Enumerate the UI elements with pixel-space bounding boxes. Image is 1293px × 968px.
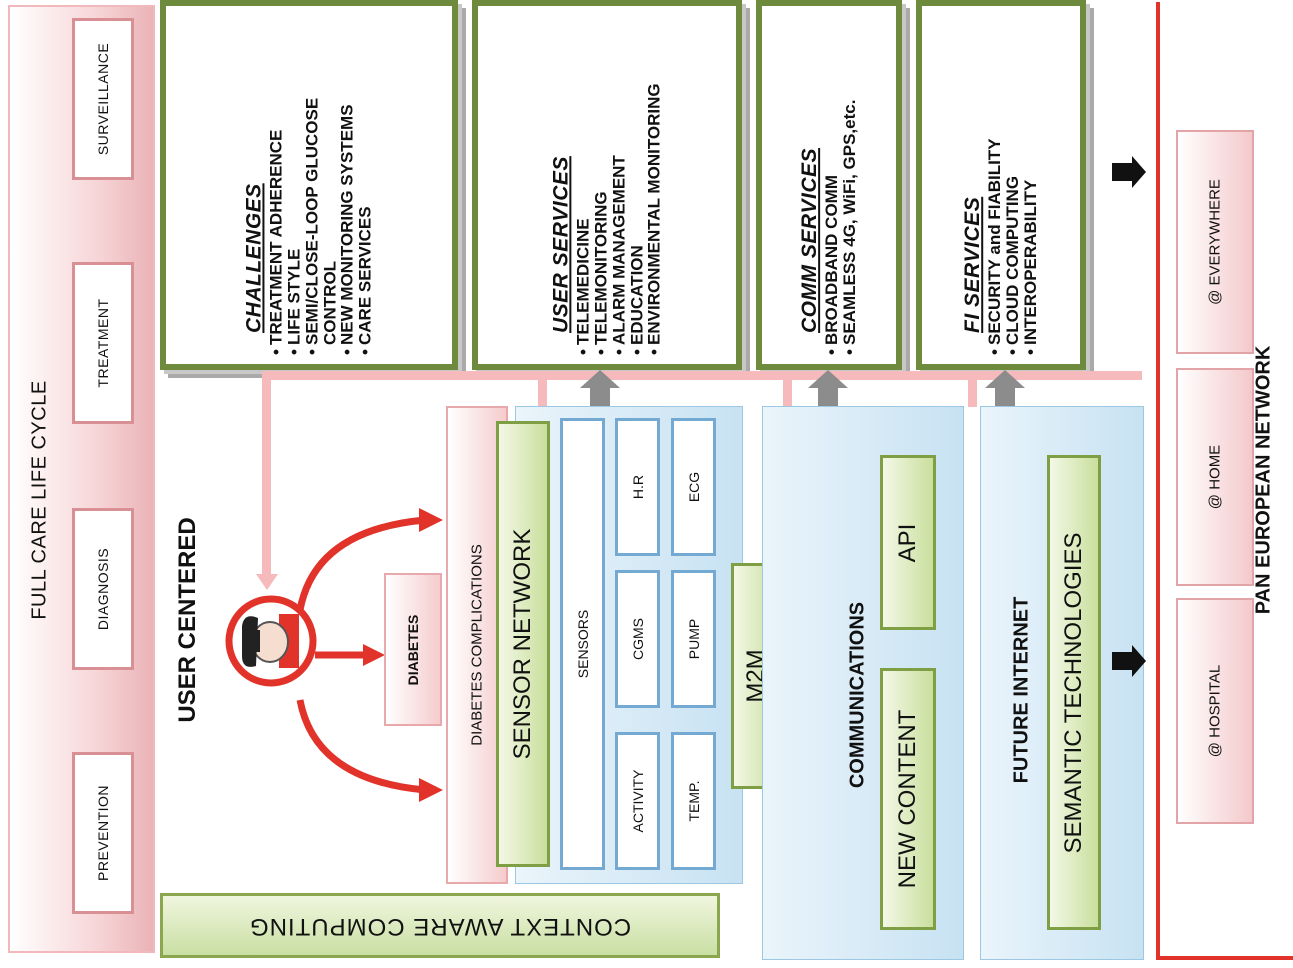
phase-surveillance: SURVEILLANCE xyxy=(72,18,134,180)
fi-services-title: FI SERVICES xyxy=(961,196,985,333)
list-item: TELEMEDICINE xyxy=(573,15,592,355)
list-item: EDUCATION xyxy=(627,15,646,355)
list-item: LIFE STYLE xyxy=(284,15,303,355)
api-box: API xyxy=(880,455,936,630)
up-arrow-stem xyxy=(818,388,838,408)
connector-stub xyxy=(538,371,547,407)
sensor-pump: PUMP xyxy=(671,570,716,708)
connector-down xyxy=(262,371,271,576)
sensor-activity: ACTIVITY xyxy=(615,732,660,870)
sensors-box: SENSORS xyxy=(560,418,605,870)
arrow-to-complications-bottom xyxy=(296,699,426,794)
list-item: CLOUD COMPUTING xyxy=(1003,15,1022,355)
list-item: SECURITY and FIABILITY xyxy=(985,15,1004,355)
up-arrow-stem xyxy=(590,388,610,408)
lifecycle-title: FULL CARE LIFE CYCLE xyxy=(28,380,51,620)
comm-services-box: COMM SERVICES BROADBAND COMM SEAMLESS 4G… xyxy=(756,0,902,370)
new-content-box: NEW CONTENT xyxy=(880,668,936,930)
list-item: SEMI/CLOSE-LOOP GLUCOSE CONTROL xyxy=(302,15,339,355)
up-arrow-stem xyxy=(995,388,1015,408)
phase-prevention: PREVENTION xyxy=(72,752,134,914)
challenges-box: CHALLENGES TREATMENT ADHERENCE LIFE STYL… xyxy=(160,0,458,370)
sensor-cgms: CGMS xyxy=(615,570,660,708)
list-item: ALARM MANAGEMENT xyxy=(609,15,628,355)
user-services-box: USER SERVICES TELEMEDICINE TELEMONITORIN… xyxy=(472,0,742,370)
list-item: CARE SERVICES xyxy=(356,15,375,355)
sensor-hr: H.R xyxy=(615,418,660,556)
up-arrow-icon xyxy=(985,370,1025,388)
semantic-technologies-box: SEMANTIC TECHNOLOGIES xyxy=(1047,455,1101,930)
location-everywhere: @ EVERYWHERE xyxy=(1176,130,1254,354)
challenges-title: CHALLENGES xyxy=(242,183,266,333)
arrow-to-complications-top xyxy=(296,516,426,611)
network-title: PAN EUROPEAN NETWORK xyxy=(1252,345,1275,615)
diabetes-box: DIABETES xyxy=(384,573,442,726)
sensor-ecg: ECG xyxy=(671,418,716,556)
list-item: TREATMENT ADHERENCE xyxy=(266,15,285,355)
communications-title: COMMUNICATIONS xyxy=(846,601,869,789)
list-item: SEAMLESS 4G, WiFi, GPS,etc. xyxy=(840,15,859,355)
connector-stub xyxy=(968,371,977,407)
arrowhead xyxy=(419,508,443,532)
pan-european-network xyxy=(1156,2,1293,960)
connector-stub xyxy=(783,371,792,407)
sensor-network-box: SENSOR NETWORK xyxy=(496,421,550,867)
future-internet-title: FUTURE INTERNET xyxy=(1010,596,1033,784)
arrowhead xyxy=(363,644,385,666)
arrowhead xyxy=(419,778,443,802)
sensor-temp: TEMP. xyxy=(671,732,716,870)
location-home: @ HOME xyxy=(1176,368,1254,586)
right-arrow-stem xyxy=(1112,163,1132,181)
up-arrow-icon xyxy=(808,370,848,388)
comm-services-title: COMM SERVICES xyxy=(798,147,822,333)
context-aware-computing: CONTEXT AWARE COMPUTING xyxy=(160,893,720,958)
user-flow-arrows xyxy=(296,508,443,802)
list-item: TELEMONITORING xyxy=(591,15,610,355)
list-item: ENVIRONMENTAL MONITORING xyxy=(645,15,664,355)
phase-diagnosis: DIAGNOSIS xyxy=(72,508,134,670)
user-avatar-icon xyxy=(225,595,317,687)
up-arrow-icon xyxy=(580,370,620,388)
user-services-title: USER SERVICES xyxy=(549,156,573,333)
list-item: INTEROPERABILITY xyxy=(1021,15,1040,355)
connector-arrowhead xyxy=(256,574,278,590)
location-hospital: @ HOSPITAL xyxy=(1176,598,1254,824)
right-arrow-icon xyxy=(1132,645,1146,677)
right-arrow-icon xyxy=(1132,156,1146,188)
right-arrow-stem xyxy=(1112,652,1132,670)
list-item: NEW MONITORING SYSTEMS xyxy=(338,15,357,355)
phase-treatment: TREATMENT xyxy=(72,262,134,424)
user-centered-title: USER CENTERED xyxy=(174,517,201,723)
connector-bus xyxy=(262,371,1142,380)
fi-services-box: FI SERVICES SECURITY and FIABILITY CLOUD… xyxy=(916,0,1086,370)
list-item: BROADBAND COMM xyxy=(822,15,841,355)
